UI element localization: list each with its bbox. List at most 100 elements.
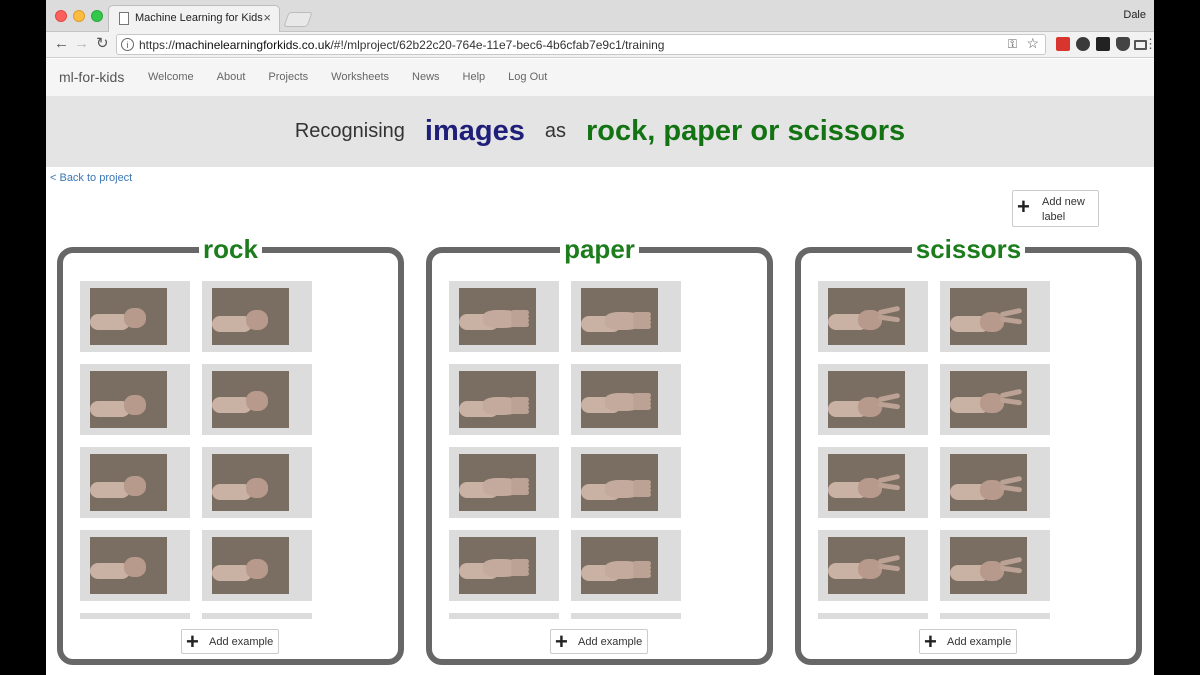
training-example-paper[interactable] bbox=[449, 530, 559, 601]
nav-news[interactable]: News bbox=[412, 71, 440, 83]
zotero-icon[interactable] bbox=[1096, 37, 1110, 51]
training-example-paper[interactable] bbox=[449, 613, 559, 619]
two-fingers-hand-photo bbox=[828, 371, 905, 428]
open-hand-hand-photo bbox=[459, 288, 536, 345]
training-example-rock[interactable] bbox=[80, 613, 190, 619]
training-example-paper[interactable] bbox=[571, 364, 681, 435]
brand-link[interactable]: ml-for-kids bbox=[59, 69, 125, 85]
training-example-paper[interactable] bbox=[571, 281, 681, 352]
examples-grid-scissors bbox=[818, 281, 1058, 619]
nav-about[interactable]: About bbox=[216, 71, 246, 83]
training-example-rock[interactable] bbox=[202, 281, 312, 352]
tab-title: Machine Learning for Kids bbox=[135, 12, 263, 24]
fist-hand-photo bbox=[212, 537, 289, 594]
plus-icon: + bbox=[924, 629, 937, 654]
two-fingers-hand-photo bbox=[950, 288, 1027, 345]
add-new-label-text: Add new label bbox=[1042, 196, 1085, 223]
minimize-window-button[interactable] bbox=[73, 10, 85, 22]
training-example-paper[interactable] bbox=[571, 447, 681, 518]
training-example-scissors[interactable] bbox=[818, 281, 928, 352]
new-tab-button[interactable] bbox=[283, 12, 313, 27]
plus-icon: + bbox=[555, 629, 568, 654]
evernote-icon[interactable] bbox=[1076, 37, 1090, 51]
fist-hand-photo bbox=[90, 537, 167, 594]
add-example-button-paper[interactable]: + Add example bbox=[550, 629, 648, 654]
nav-worksheets[interactable]: Worksheets bbox=[331, 71, 390, 83]
training-example-rock[interactable] bbox=[80, 364, 190, 435]
nav-welcome[interactable]: Welcome bbox=[148, 71, 194, 83]
add-example-text: Add example bbox=[947, 636, 1012, 648]
training-example-rock[interactable] bbox=[80, 281, 190, 352]
address-bar[interactable]: i https://machinelearningforkids.co.uk/#… bbox=[116, 34, 1046, 55]
banner-labels: rock, paper or scissors bbox=[586, 115, 906, 147]
training-example-paper[interactable] bbox=[449, 364, 559, 435]
open-hand-hand-photo bbox=[581, 371, 658, 428]
info-icon[interactable]: i bbox=[121, 38, 134, 51]
two-fingers-hand-photo bbox=[950, 371, 1027, 428]
open-hand-hand-photo bbox=[459, 537, 536, 594]
pocket-icon[interactable] bbox=[1116, 37, 1130, 51]
back-to-project-link[interactable]: < Back to project bbox=[50, 172, 133, 184]
plus-icon: + bbox=[1017, 194, 1030, 219]
training-example-scissors[interactable] bbox=[818, 530, 928, 601]
training-example-paper[interactable] bbox=[449, 447, 559, 518]
maximize-window-button[interactable] bbox=[91, 10, 103, 22]
add-example-button-rock[interactable]: + Add example bbox=[181, 629, 279, 654]
training-example-paper[interactable] bbox=[449, 281, 559, 352]
two-fingers-hand-photo bbox=[828, 537, 905, 594]
tab-strip: Machine Learning for Kids × Dale bbox=[46, 0, 1154, 32]
two-fingers-hand-photo bbox=[828, 454, 905, 511]
nav-help[interactable]: Help bbox=[462, 71, 486, 83]
fist-hand-photo bbox=[212, 371, 289, 428]
training-example-paper[interactable] bbox=[571, 530, 681, 601]
profile-name[interactable]: Dale bbox=[1123, 9, 1146, 21]
add-new-label-button[interactable]: + Add new label bbox=[1012, 190, 1099, 227]
banner-prefix: Recognising bbox=[294, 120, 405, 142]
training-example-scissors[interactable] bbox=[940, 364, 1050, 435]
label-title-rock: rock bbox=[199, 234, 262, 264]
cast-icon[interactable] bbox=[1134, 40, 1147, 50]
training-example-scissors[interactable] bbox=[940, 281, 1050, 352]
training-example-rock[interactable] bbox=[80, 530, 190, 601]
abp-icon[interactable] bbox=[1056, 37, 1070, 51]
bookmark-star-icon[interactable]: ☆ bbox=[1026, 35, 1039, 51]
nav-logout[interactable]: Log Out bbox=[508, 71, 548, 83]
url-prefix: https:// bbox=[139, 38, 176, 52]
back-arrow-icon[interactable]: ← bbox=[54, 35, 69, 52]
training-example-scissors[interactable] bbox=[818, 364, 928, 435]
training-example-scissors[interactable] bbox=[818, 613, 928, 619]
url-text[interactable]: https://machinelearningforkids.co.uk/#!/… bbox=[139, 38, 664, 52]
close-window-button[interactable] bbox=[55, 10, 67, 22]
reload-icon[interactable]: ↻ bbox=[96, 35, 109, 52]
add-example-text: Add example bbox=[578, 636, 643, 648]
forward-arrow-icon[interactable]: → bbox=[74, 35, 89, 52]
browser-tab[interactable]: Machine Learning for Kids × bbox=[108, 5, 280, 32]
training-example-scissors[interactable] bbox=[818, 447, 928, 518]
add-example-button-scissors[interactable]: + Add example bbox=[919, 629, 1017, 654]
open-hand-hand-photo bbox=[581, 454, 658, 511]
training-example-rock[interactable] bbox=[202, 364, 312, 435]
training-example-rock[interactable] bbox=[202, 530, 312, 601]
browser-window: Machine Learning for Kids × Dale ← → ↻ i… bbox=[46, 0, 1154, 675]
two-fingers-hand-photo bbox=[950, 537, 1027, 594]
browser-menu-icon[interactable]: ⋮ bbox=[1144, 36, 1154, 51]
training-example-scissors[interactable] bbox=[940, 447, 1050, 518]
nav-projects[interactable]: Projects bbox=[268, 71, 309, 83]
training-example-scissors[interactable] bbox=[940, 613, 1050, 619]
tab-close-icon[interactable]: × bbox=[263, 10, 271, 25]
training-example-rock[interactable] bbox=[202, 447, 312, 518]
banner-type: images bbox=[424, 115, 525, 147]
open-hand-hand-photo bbox=[581, 537, 658, 594]
training-example-rock[interactable] bbox=[80, 447, 190, 518]
browser-toolbar: ← → ↻ i https://machinelearningforkids.c… bbox=[46, 32, 1154, 58]
training-example-scissors[interactable] bbox=[940, 530, 1050, 601]
page-icon bbox=[119, 12, 129, 25]
nav-links: Welcome About Projects Worksheets News H… bbox=[148, 71, 547, 83]
training-example-rock[interactable] bbox=[202, 613, 312, 619]
training-example-paper[interactable] bbox=[571, 613, 681, 619]
two-fingers-hand-photo bbox=[828, 288, 905, 345]
examples-grid-paper bbox=[449, 281, 689, 619]
add-example-text: Add example bbox=[209, 636, 274, 648]
key-icon[interactable]: ⚿ bbox=[1007, 37, 1017, 51]
